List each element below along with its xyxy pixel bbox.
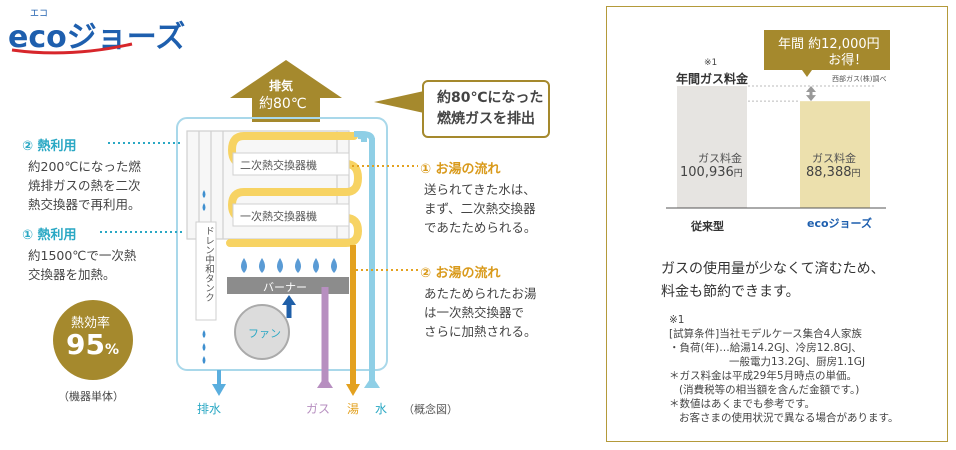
- condition-line: ＊数値はあくまでも参考です。: [669, 398, 815, 410]
- diff-arrow-up: [806, 86, 816, 92]
- bar-value-unit: 円: [733, 169, 743, 179]
- bar-value-eco: 88,388円: [806, 165, 861, 180]
- savings-callout-pointer: [802, 70, 812, 77]
- heat1-line: 約1500℃で一次熱: [28, 248, 137, 263]
- condition-line: 一般電力13.2GJ、厨房1.1GJ: [729, 356, 866, 368]
- efficiency-disk: [53, 300, 133, 380]
- flow1-line: まず、二次熱交換器: [424, 201, 536, 216]
- condition-line: お客さまの使用状況で異なる場合があります。: [679, 412, 899, 424]
- condition-line: [試算条件]当社モデルケース集合4人家族: [669, 328, 862, 340]
- primary-exchanger-box: [232, 203, 350, 227]
- efficiency-value-wrap: 95%: [66, 328, 119, 361]
- heat1-line: 交換器を加熱。: [28, 267, 116, 282]
- efficiency-note: （機器単体）: [58, 390, 124, 403]
- exhaust-label: 排気: [269, 79, 294, 93]
- heat1-body: 約1500℃で一次熱 交換器を加熱。: [28, 246, 136, 284]
- water-arrow: [364, 376, 380, 388]
- flow1-body: 送られてきた水は、 まず、二次熱交換器 であたためられる。: [424, 180, 536, 237]
- cost-panel: [606, 6, 948, 442]
- bar-value-text: 100,936: [680, 165, 734, 180]
- exhaust-callout-line2: 燃焼ガスを排出: [437, 111, 535, 127]
- condition-line: ※1: [669, 314, 685, 326]
- category-eco-logo: ecoジョーズ: [807, 217, 872, 230]
- condition-line: ・負荷(年)…給湯14.2GJ、冷房12.8GJ、: [669, 342, 862, 354]
- flow1-title: ① お湯の流れ: [420, 162, 501, 177]
- logo-swoosh: [11, 42, 133, 55]
- bar-value-text: 88,388: [806, 165, 852, 180]
- flow2-body: あたためられたお湯 は一次熱交換器で さらに加熱される。: [424, 284, 537, 341]
- summary-text: ガスの使用量が少なくて済むため、 料金も節約できます。: [661, 258, 885, 304]
- flow2-line: あたためられたお湯: [424, 286, 537, 301]
- water-label: 水: [375, 402, 388, 416]
- exhaust-callout-text: 約80℃になった 燃焼ガスを排出: [437, 88, 543, 130]
- bar-label-conventional: ガス料金: [698, 152, 742, 165]
- heat2-line: 熱交換器で再利用。: [28, 197, 141, 212]
- burner-flames: [241, 258, 337, 273]
- heat2-line: 焼排ガスの熱を二次: [28, 178, 141, 193]
- gas-cost-chart: [666, 30, 890, 209]
- fan-circle: [234, 304, 290, 360]
- hot-arrow: [346, 384, 360, 396]
- chart-title: 年間ガス料金: [676, 72, 749, 86]
- flow2-line: さらに加熱される。: [424, 324, 537, 339]
- secondary-exchanger-label: 二次熱交換器機: [240, 159, 317, 172]
- chart-source: 西部ガス(株)調べ: [832, 75, 887, 83]
- savings-line1: 年間 約12,000円: [778, 37, 880, 52]
- savings-line2: お得！: [828, 53, 868, 68]
- heat2-title: ② 熱利用: [22, 139, 77, 154]
- efficiency-value: 95: [66, 328, 105, 361]
- heat2-body: 約200℃になった燃 焼排ガスの熱を二次 熱交換器で再利用。: [28, 157, 141, 214]
- flow2-line: は一次熱交換器で: [424, 305, 525, 320]
- cold-water-top: [354, 131, 375, 141]
- primary-exchanger-label: 一次熱交換器機: [240, 210, 317, 223]
- condition-line: (消費税等の相当額を含んだ金額です。): [679, 384, 860, 396]
- flow1-line: であたためられる。: [424, 220, 537, 235]
- condition-line: ＊ガス料金は平成29年5月時点の単価。: [669, 370, 858, 382]
- flow2-title: ② お湯の流れ: [420, 266, 501, 281]
- bar-value-conventional: 100,936円: [680, 165, 743, 180]
- drain-tank-label: ドレン中和タンク: [203, 226, 214, 302]
- burner-bar: [227, 277, 349, 294]
- exhaust-callout-pointer: [374, 91, 424, 113]
- exhaust-temp: 約80℃: [259, 96, 307, 112]
- hot-label: 湯: [347, 402, 360, 416]
- efficiency-label: 熱効率: [71, 316, 111, 331]
- efficiency-unit: %: [104, 342, 119, 358]
- water-heater-diagram: ecoジョーズ エコ: [8, 9, 550, 396]
- heat2-line: 約200℃になった燃: [28, 159, 141, 174]
- gas-label: ガス: [306, 402, 331, 416]
- eco-jozu-logo: ecoジョーズ エコ: [8, 9, 185, 55]
- heat1-title: ① 熱利用: [22, 228, 77, 243]
- bar-eco: [800, 101, 870, 208]
- gas-arrow: [317, 376, 333, 388]
- fan-arrow-head: [282, 295, 296, 305]
- category-conventional: 従来型: [691, 220, 724, 233]
- bar-conventional: [677, 86, 747, 208]
- secondary-exchanger-box: [232, 152, 350, 176]
- drain-tank: [195, 221, 217, 321]
- chart-title-note: ※1: [704, 58, 718, 68]
- summary-line1: ガスの使用量が少なくて済むため、: [661, 261, 885, 277]
- conditions: ※1 [試算条件]当社モデルケース集合4人家族 ・負荷(年)…給湯14.2GJ、…: [669, 313, 898, 425]
- exhaust-callout-box: [422, 80, 550, 138]
- drain-label: 排水: [197, 402, 222, 416]
- burner-label: バーナー: [263, 281, 307, 294]
- unit-housing: [176, 117, 388, 371]
- bar-value-unit: 円: [851, 169, 861, 179]
- drain-droplets: [202, 190, 206, 364]
- exhaust-callout-line1: 約80℃になった: [437, 90, 544, 106]
- concept-label: （概念図）: [403, 403, 458, 416]
- bar-label-eco: ガス料金: [812, 152, 856, 165]
- leader-lines: [100, 142, 418, 271]
- summary-line2: 料金も節約できます。: [661, 284, 800, 300]
- logo-ruby: エコ: [30, 9, 48, 19]
- diff-arrow-down: [806, 95, 816, 102]
- fan-label: ファン: [248, 327, 281, 340]
- savings-callout-text: 年間 約12,000円 お得！: [778, 37, 880, 69]
- savings-callout-box: [764, 30, 890, 70]
- exhaust-arrow: [230, 60, 342, 122]
- drain-arrow: [212, 384, 226, 396]
- flow1-line: 送られてきた水は、: [424, 182, 536, 197]
